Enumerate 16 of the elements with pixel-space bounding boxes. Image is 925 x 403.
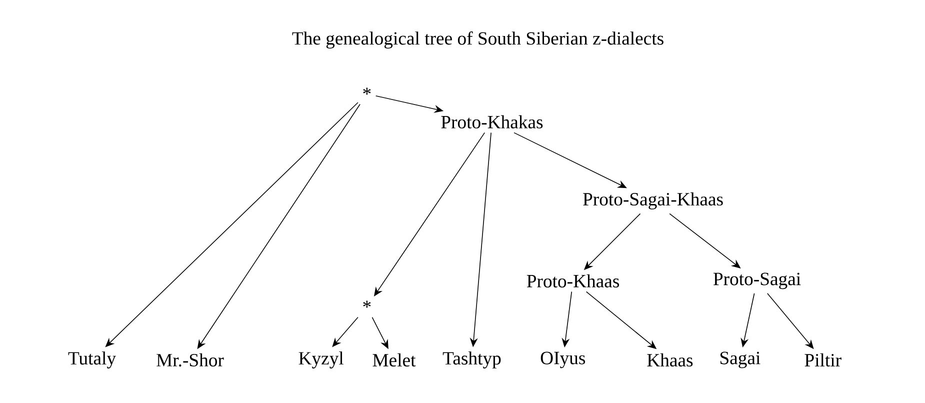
- dialect-label: Khaas: [647, 353, 693, 367]
- dialect-label: Mr.-Shor: [156, 353, 224, 367]
- dialect-label: Proto-Khakas: [441, 115, 543, 128]
- dialect-label: Piltir: [804, 353, 842, 367]
- dialect-label: Tashtyp: [442, 352, 501, 368]
- title: The genealogical tree of South Siberian z-dialects: [292, 31, 664, 49]
- dialect-label: Proto-Sagai-Khaas: [583, 192, 723, 210]
- dialect-label: *: [363, 300, 371, 308]
- dialect-label: *: [363, 88, 371, 95]
- dialect-label: Sagai: [720, 352, 760, 368]
- dialect-label: OIyus: [540, 352, 586, 368]
- dialect-label: Kyzyl: [298, 352, 344, 368]
- dialect-label: Proto-Khaas: [526, 274, 619, 288]
- dialect-label: Proto-Sagai: [714, 272, 801, 290]
- dialect-label: Tutaly: [68, 352, 116, 368]
- dialect-label: Melet: [372, 353, 416, 367]
